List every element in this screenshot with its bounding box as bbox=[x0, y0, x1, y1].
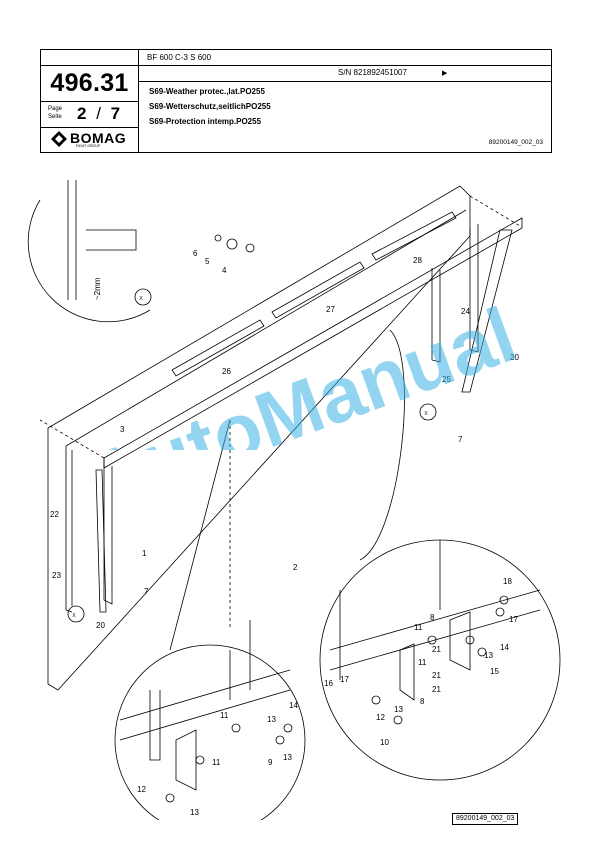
callout-13: 13 bbox=[267, 715, 276, 724]
divider bbox=[41, 65, 138, 66]
callout-13: 13 bbox=[394, 705, 403, 714]
callout-15: 15 bbox=[490, 667, 499, 676]
gasket-20 bbox=[95, 469, 107, 613]
page-label: Page Seite bbox=[48, 105, 62, 121]
callout-3: 3 bbox=[120, 425, 125, 434]
callout-21: 21 bbox=[432, 685, 441, 694]
header-left-panel: 496.31 Page Seite 2 / 7 BOMAG FAYAT GROU… bbox=[41, 50, 139, 152]
callout-5: 5 bbox=[205, 257, 210, 266]
callout-11: 11 bbox=[414, 623, 423, 632]
detail-marker: X bbox=[139, 296, 143, 302]
frame-side bbox=[65, 446, 73, 613]
callout-20: 20 bbox=[96, 621, 105, 630]
callout-17: 17 bbox=[340, 675, 349, 684]
callout-21: 21 bbox=[432, 671, 441, 680]
document-id: 89200149_002_03 bbox=[488, 139, 543, 146]
page-separator: / bbox=[96, 104, 101, 123]
callout-8: 8 bbox=[420, 697, 425, 706]
divider bbox=[139, 65, 551, 66]
callout-2: 2 bbox=[293, 563, 298, 572]
callout-27: 27 bbox=[326, 305, 335, 314]
detail-x-circle bbox=[27, 199, 151, 323]
callout-11: 11 bbox=[418, 658, 427, 667]
seal-strip-28 bbox=[371, 211, 457, 261]
page-number: 2 / 7 bbox=[77, 103, 120, 125]
callout-25: 25 bbox=[442, 375, 451, 384]
callout-26: 26 bbox=[222, 367, 231, 376]
bomag-diamond-icon bbox=[51, 131, 67, 147]
callout-24: 24 bbox=[461, 307, 470, 316]
right-arm bbox=[431, 268, 441, 363]
callout-22: 22 bbox=[50, 510, 59, 519]
detail-marker: X bbox=[424, 411, 428, 417]
callout-1: 1 bbox=[142, 549, 147, 558]
callout-28: 28 bbox=[413, 256, 422, 265]
callout-23: 23 bbox=[52, 571, 61, 580]
detail-circle-left bbox=[114, 644, 306, 820]
callout-4: 4 bbox=[222, 266, 227, 275]
callout-14: 14 bbox=[500, 643, 509, 652]
callout-13: 13 bbox=[190, 808, 199, 817]
title-fr: S69-Protection intemp.PO255 bbox=[149, 117, 262, 126]
callout-7: 7 bbox=[144, 587, 149, 596]
header-table: 496.31 Page Seite 2 / 7 BOMAG FAYAT GROU… bbox=[40, 49, 552, 153]
callout-18: 18 bbox=[503, 577, 512, 586]
callout-11: 11 bbox=[212, 758, 221, 767]
upper-frame-bar bbox=[103, 217, 523, 469]
serial-arrow-icon: ▶ bbox=[442, 70, 448, 77]
footer-document-id: 89200149_002_03 bbox=[452, 813, 519, 825]
callout-11: 11 bbox=[220, 711, 229, 720]
callout-12: 12 bbox=[376, 713, 385, 722]
serial-number: S/N 821892451007 bbox=[338, 68, 407, 77]
callout-7: 7 bbox=[458, 435, 463, 444]
page-total: 7 bbox=[110, 104, 121, 123]
page-current: 2 bbox=[77, 104, 87, 123]
page-label-de: Seite bbox=[48, 114, 62, 120]
exploded-parts-drawing: X X X ~2mm 1 2 3 4 5 6 7 7 20 20 22 23 2… bbox=[27, 180, 561, 820]
frame-rail bbox=[65, 209, 467, 447]
title-de: S69-Wetterschutz,seitlichPO255 bbox=[149, 102, 271, 111]
page-label-en: Page bbox=[48, 106, 63, 112]
detail-marker: X bbox=[72, 613, 76, 619]
bomag-logo: BOMAG FAYAT GROUP bbox=[50, 131, 132, 149]
callout-13: 13 bbox=[484, 651, 493, 660]
callout-21: 21 bbox=[432, 645, 441, 654]
seal-strip-26 bbox=[171, 319, 265, 377]
callout-20: 20 bbox=[510, 353, 519, 362]
callout-9: 9 bbox=[268, 758, 273, 767]
model-text: BF 600 C-3 S 600 bbox=[147, 53, 212, 62]
callout-14: 14 bbox=[289, 701, 298, 710]
callout-13: 13 bbox=[283, 753, 292, 762]
side-panel bbox=[47, 185, 471, 691]
divider bbox=[41, 127, 138, 128]
callout-16: 16 bbox=[324, 679, 333, 688]
brand-sub: FAYAT GROUP bbox=[76, 144, 101, 148]
callout-8: 8 bbox=[430, 613, 435, 622]
seal-strip-27 bbox=[271, 261, 365, 319]
title-en: S69-Weather protec.,lat.PO255 bbox=[149, 87, 265, 96]
brand-name: BOMAG bbox=[70, 130, 127, 146]
divider bbox=[139, 81, 551, 82]
part-number: 496.31 bbox=[50, 69, 129, 97]
divider bbox=[41, 101, 138, 102]
callout-12: 12 bbox=[137, 785, 146, 794]
detail-gap-label: ~2mm bbox=[93, 277, 102, 300]
callout-10: 10 bbox=[380, 738, 389, 747]
callout-17: 17 bbox=[509, 615, 518, 624]
support-strut bbox=[461, 229, 513, 393]
callout-6: 6 bbox=[193, 249, 198, 258]
